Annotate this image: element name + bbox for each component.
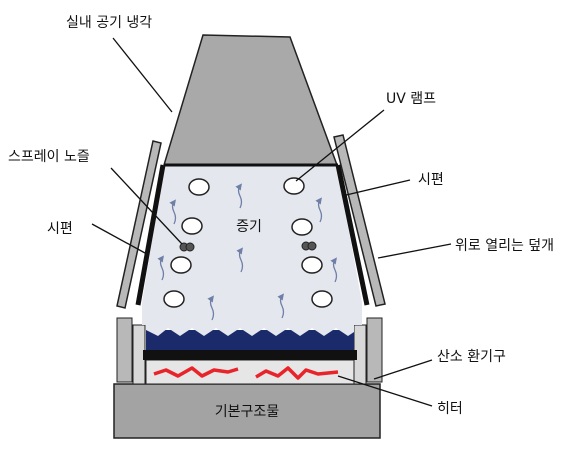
heater-label: 히터	[437, 401, 463, 417]
heater-coil-right	[255, 366, 339, 380]
uv-lamp	[283, 177, 305, 195]
spray-nozzles	[179, 241, 317, 252]
lid-label: 위로 열리는 덮개	[455, 238, 554, 254]
heater-coil-left	[153, 366, 239, 378]
base-label: 기본구조물	[215, 404, 280, 420]
right-outer-post	[366, 317, 383, 383]
lid-right	[333, 134, 386, 307]
uv-lamp	[311, 290, 333, 308]
heater-compartment	[145, 359, 355, 385]
vapor-label: 증기	[236, 219, 262, 235]
specimen-left-label: 시편	[47, 221, 73, 237]
spray-nozzle-label: 스프레이 노즐	[8, 149, 90, 165]
water-surface	[146, 324, 354, 336]
specimen-right-label: 시편	[418, 172, 444, 188]
uv-lamp	[188, 178, 210, 196]
leader-uv-lamp	[295, 109, 385, 182]
leader-heater	[337, 375, 433, 407]
uv-lamp	[163, 290, 185, 308]
leader-cooling	[112, 37, 173, 113]
uv-lamp	[170, 256, 192, 274]
lid-left	[116, 140, 162, 309]
left-outer-post	[116, 317, 133, 383]
chamber-lower	[142, 303, 362, 325]
leader-specimen-left	[91, 223, 146, 254]
leader-oxygen-vent	[373, 359, 433, 380]
cooling-label: 실내 공기 냉각	[66, 15, 152, 31]
uv-lamps	[163, 177, 333, 308]
uv-lamp-label: UV 램프	[386, 91, 436, 107]
uv-lamp	[301, 256, 323, 274]
leader-spray-nozzle	[110, 167, 183, 245]
base-structure	[113, 383, 381, 439]
leader-lid	[377, 243, 452, 259]
cooling-hood	[162, 34, 339, 166]
vapor-arrows	[157, 183, 338, 321]
oxygen-vent-label: 산소 환기구	[437, 349, 506, 365]
specimen-wall-right	[335, 164, 370, 306]
uv-lamp	[181, 217, 203, 235]
uv-lamp	[291, 218, 313, 236]
water-reservoir	[146, 330, 354, 350]
specimen-wall-left	[135, 164, 166, 306]
heater-plate	[143, 350, 357, 360]
leader-specimen-right	[341, 179, 411, 197]
